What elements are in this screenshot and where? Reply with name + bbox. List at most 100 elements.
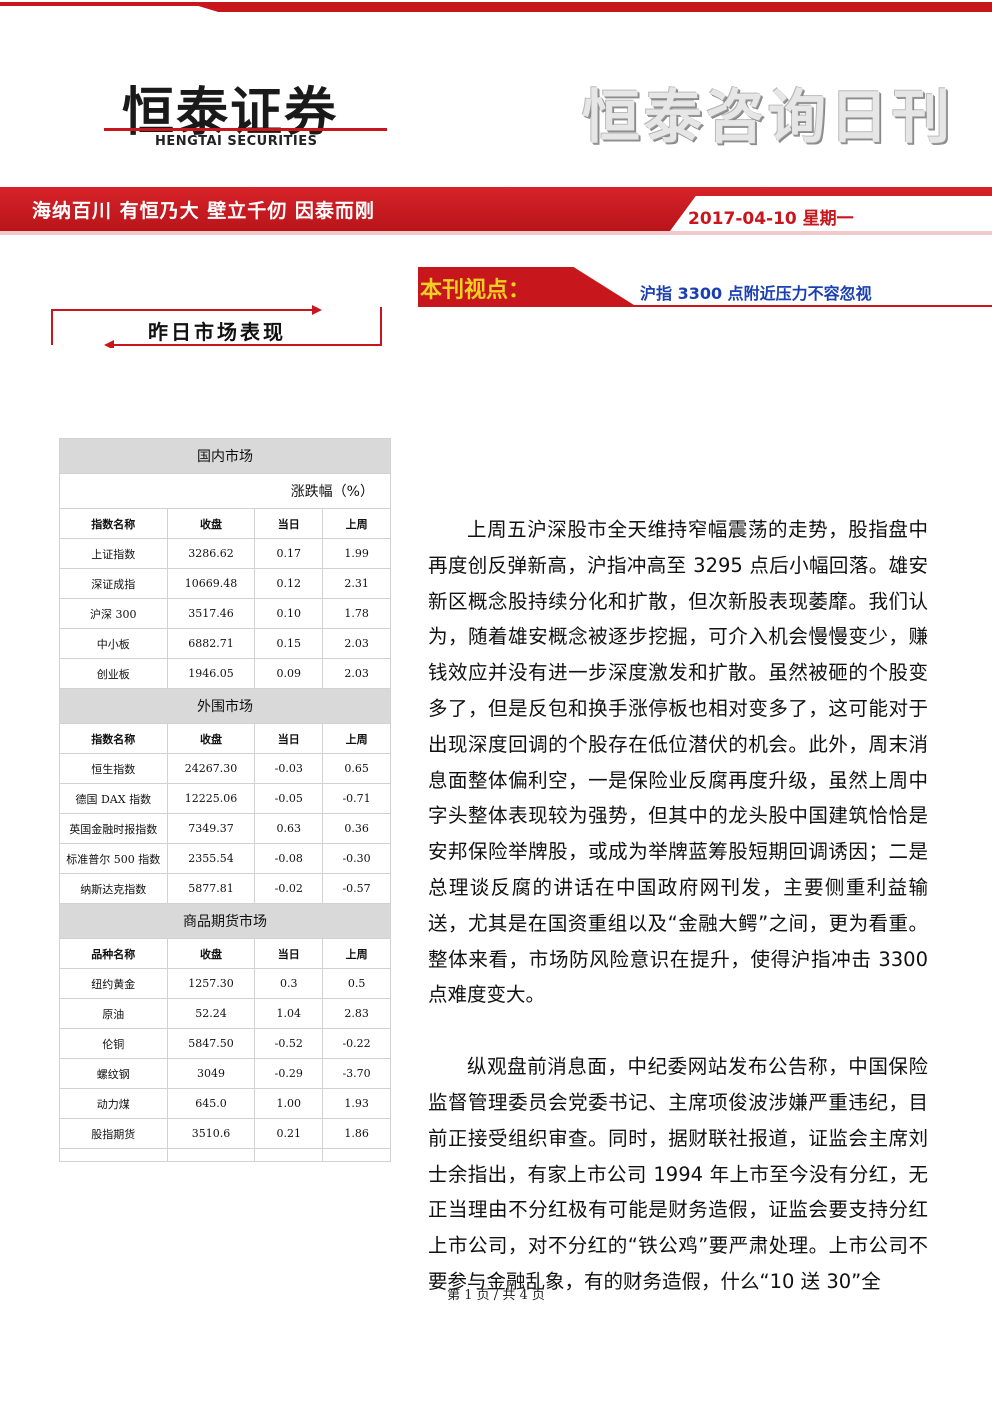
table-cell: -0.02 bbox=[254, 873, 324, 904]
table-cell: 0.21 bbox=[254, 1118, 324, 1149]
table-cell: 7349.37 bbox=[166, 813, 256, 844]
table-cell: 3049 bbox=[166, 1058, 256, 1089]
table-cell: 上证指数 bbox=[59, 538, 168, 569]
table-cell: 2355.54 bbox=[166, 843, 256, 874]
table-cell bbox=[254, 1148, 324, 1162]
table-cell: 恒生指数 bbox=[59, 753, 168, 784]
table-cell: -0.52 bbox=[254, 1028, 324, 1059]
overseas-section-header: 外围市场 bbox=[59, 688, 391, 724]
table-cell: 1.04 bbox=[254, 998, 324, 1029]
table-cell: 24267.30 bbox=[166, 753, 256, 784]
table-cell: -0.71 bbox=[322, 783, 391, 814]
article-paragraph: 上周五沪深股市全天维持窄幅震荡的走势，股指盘中再度创反弹新高，沪指冲高至 329… bbox=[428, 518, 928, 1007]
table-cell: 纳斯达克指数 bbox=[59, 873, 168, 904]
table-cell: 英国金融时报指数 bbox=[59, 813, 168, 844]
page-footer: 第 1 页 / 共 4 页 bbox=[447, 1288, 545, 1303]
table-cell: 0.3 bbox=[254, 968, 324, 999]
table-cell: 5877.81 bbox=[166, 873, 256, 904]
table-cell: 中小板 bbox=[59, 628, 168, 659]
table-cell: 0.65 bbox=[322, 753, 391, 784]
column-header: 当日 bbox=[254, 938, 324, 969]
column-header: 收盘 bbox=[166, 508, 256, 539]
table-cell: 0.63 bbox=[254, 813, 324, 844]
column-header: 收盘 bbox=[166, 938, 256, 969]
column-header: 当日 bbox=[254, 723, 324, 754]
table-cell: 2.83 bbox=[322, 998, 391, 1029]
table-cell: 0.5 bbox=[322, 968, 391, 999]
table-cell: 原油 bbox=[59, 998, 168, 1029]
table-cell: 螺纹钢 bbox=[59, 1058, 168, 1089]
slogan-text: 海纳百川 有恒乃大 壁立千仞 因泰而刚 bbox=[32, 200, 375, 222]
table-cell: 1257.30 bbox=[166, 968, 256, 999]
table-cell: 5847.50 bbox=[166, 1028, 256, 1059]
table-cell: 0.09 bbox=[254, 658, 324, 689]
table-cell: 标准普尔 500 指数 bbox=[59, 843, 168, 874]
table-cell bbox=[166, 1148, 256, 1162]
viewpoint-headline: 沪指 3300 点附近压力不容忽视 bbox=[640, 284, 872, 303]
table-cell: 1946.05 bbox=[166, 658, 256, 689]
table-cell: 6882.71 bbox=[166, 628, 256, 659]
column-header: 品种名称 bbox=[59, 938, 168, 969]
column-header: 当日 bbox=[254, 508, 324, 539]
table-cell: 1.78 bbox=[322, 598, 391, 629]
overseas-title: 外围市场 bbox=[59, 688, 391, 724]
column-header: 上周 bbox=[322, 508, 391, 539]
table-cell: 2.03 bbox=[322, 658, 391, 689]
table-cell bbox=[59, 1148, 168, 1162]
table-cell: 0.36 bbox=[322, 813, 391, 844]
table-cell: 1.86 bbox=[322, 1118, 391, 1149]
table-header-row: 指数名称收盘当日上周 bbox=[59, 508, 391, 539]
column-header: 上周 bbox=[322, 938, 391, 969]
column-header: 收盘 bbox=[166, 723, 256, 754]
table-cell: 3510.6 bbox=[166, 1118, 256, 1149]
slogan-bar-shadow bbox=[0, 231, 992, 235]
table-cell: 深证成指 bbox=[59, 568, 168, 599]
viewpoint-rule bbox=[418, 305, 992, 307]
column-header: 上周 bbox=[322, 723, 391, 754]
table-cell: 3286.62 bbox=[166, 538, 256, 569]
logo-underline bbox=[104, 128, 387, 131]
unit-label: 涨跌幅（%） bbox=[59, 473, 391, 509]
table-cell: -0.30 bbox=[322, 843, 391, 874]
publication-title: 恒泰咨询日刊 bbox=[582, 83, 955, 151]
table-cell: 12225.06 bbox=[166, 783, 256, 814]
domestic-title: 国内市场 bbox=[59, 438, 391, 474]
issue-date: 2017-04-10 星期一 bbox=[688, 209, 854, 229]
table-header-row: 品种名称收盘当日上周 bbox=[59, 938, 391, 969]
table-cell: 德国 DAX 指数 bbox=[59, 783, 168, 814]
viewpoint-label: 本刊视点： bbox=[420, 278, 531, 303]
table-cell: -3.70 bbox=[322, 1058, 391, 1089]
market-title-frame bbox=[51, 305, 382, 348]
table-cell: 645.0 bbox=[166, 1088, 256, 1119]
futures-section-header: 商品期货市场 bbox=[59, 903, 391, 939]
column-header: 指数名称 bbox=[59, 723, 168, 754]
table-cell: 伦铜 bbox=[59, 1028, 168, 1059]
table-cell: 3517.46 bbox=[166, 598, 256, 629]
table-cell: 1.99 bbox=[322, 538, 391, 569]
table-cell: 1.93 bbox=[322, 1088, 391, 1119]
company-logo-cn: 恒泰证券 bbox=[122, 83, 339, 143]
date-panel bbox=[670, 196, 992, 231]
table-header-row: 指数名称收盘当日上周 bbox=[59, 723, 391, 754]
company-logo-en: HENGTAI SECURITIES bbox=[155, 134, 318, 149]
futures-title: 商品期货市场 bbox=[59, 903, 391, 939]
market-section-title: 昨日市场表现 bbox=[148, 320, 286, 344]
table-cell: 10669.48 bbox=[166, 568, 256, 599]
table-cell: 0.12 bbox=[254, 568, 324, 599]
table-cell: 纽约黄金 bbox=[59, 968, 168, 999]
table-cell: -0.57 bbox=[322, 873, 391, 904]
domestic-section-header: 国内市场 bbox=[59, 438, 391, 474]
